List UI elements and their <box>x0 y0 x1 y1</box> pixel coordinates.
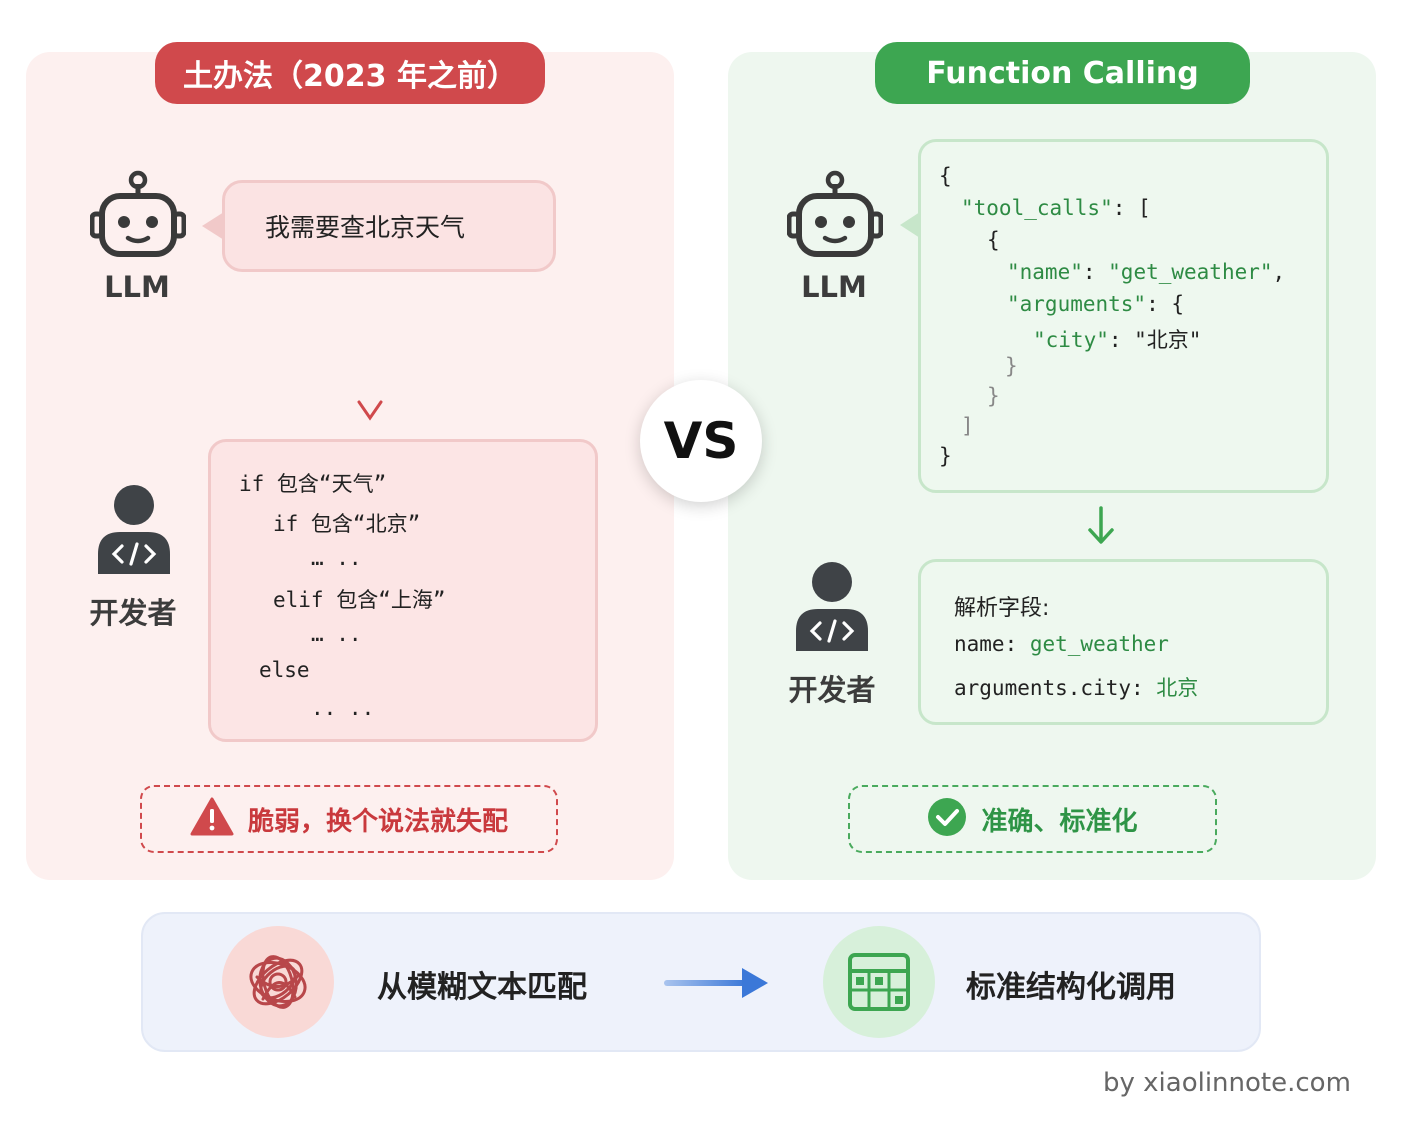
developer-label: 开发者 <box>89 596 177 630</box>
json-punct: : [ <box>1112 196 1151 220</box>
code-line: if 包含“北京” <box>273 512 421 536</box>
json-key: "arguments" <box>1007 292 1147 316</box>
json-line: "arguments": { <box>1007 292 1184 316</box>
bubble-tail <box>202 212 224 240</box>
tool-calls-json: { "tool_calls": [ { "name": "get_weather… <box>918 139 1329 493</box>
parse-name-label: name: <box>954 632 1030 656</box>
llm-label: LLM <box>104 270 170 304</box>
json-line: } <box>939 444 952 468</box>
json-line: ] <box>961 414 974 438</box>
success-box: 准确、标准化 <box>848 785 1217 853</box>
llm-label: LLM <box>801 270 867 304</box>
right-title: Function Calling <box>875 42 1250 104</box>
json-line: "tool_calls": [ <box>961 196 1151 220</box>
success-text: 准确、标准化 <box>981 806 1138 837</box>
code-line: if 包含“天气” <box>239 472 387 496</box>
json-punct: : <box>1082 260 1109 284</box>
code-line: … .. <box>311 622 362 646</box>
parse-title: 解析字段: <box>954 596 1050 621</box>
check-circle-icon <box>927 797 967 841</box>
developer-icon <box>96 484 172 580</box>
json-key: "tool_calls" <box>961 196 1113 220</box>
arrow-right-icon <box>664 964 770 1006</box>
warning-box: 脆弱，换个说法就失配 <box>140 785 558 853</box>
vs-badge: VS <box>640 380 762 502</box>
left-title: 土办法（2023 年之前） <box>155 42 545 104</box>
json-punct: , <box>1272 260 1286 284</box>
parse-city-row: arguments.city: 北京 <box>954 672 1198 702</box>
json-key: "city" <box>1033 328 1109 352</box>
parsed-fields: 解析字段: name: get_weather arguments.city: … <box>918 559 1329 725</box>
code-line: .. .. <box>311 696 375 720</box>
llm-speech-bubble: 我需要查北京天气 <box>222 180 556 272</box>
parse-name-row: name: get_weather <box>954 632 1169 656</box>
bubble-text: 我需要查北京天气 <box>265 213 466 242</box>
developer-icon <box>794 561 870 657</box>
json-line: "city": "北京" <box>1033 324 1201 354</box>
json-punct: : { <box>1146 292 1185 316</box>
robot-icon <box>89 170 187 264</box>
code-line: … .. <box>311 546 362 570</box>
json-value: : "北京" <box>1108 328 1202 352</box>
tangle-icon <box>222 926 334 1038</box>
json-line: { <box>987 228 1000 252</box>
bubble-tail <box>900 212 920 238</box>
json-line: } <box>987 384 1000 408</box>
table-grid-icon <box>823 926 935 1038</box>
code-line: else <box>259 658 310 682</box>
json-line: { <box>939 164 952 188</box>
json-value: "get_weather" <box>1108 260 1273 284</box>
keyword-matching-code: if 包含“天气” if 包含“北京” … .. elif 包含“上海” … .… <box>208 439 598 742</box>
parse-city-value: 北京 <box>1156 676 1199 700</box>
parse-city-label: arguments.city: <box>954 676 1157 700</box>
json-key: "name" <box>1007 260 1083 284</box>
to-text: 标准结构化调用 <box>966 970 1176 1005</box>
developer-label: 开发者 <box>788 673 876 707</box>
warning-icon <box>190 797 234 841</box>
footer-credit: by xiaolinnote.com <box>1103 1068 1351 1098</box>
json-line: } <box>1005 354 1018 378</box>
warning-text: 脆弱，换个说法就失配 <box>247 806 508 837</box>
robot-icon <box>786 170 884 264</box>
json-line: "name": "get_weather", <box>1007 260 1285 284</box>
arrow-down-icon <box>356 296 384 428</box>
parse-name-value: get_weather <box>1029 632 1169 656</box>
arrow-down-icon <box>1087 506 1115 550</box>
from-text: 从模糊文本匹配 <box>377 970 587 1005</box>
code-line: elif 包含“上海” <box>273 588 446 612</box>
